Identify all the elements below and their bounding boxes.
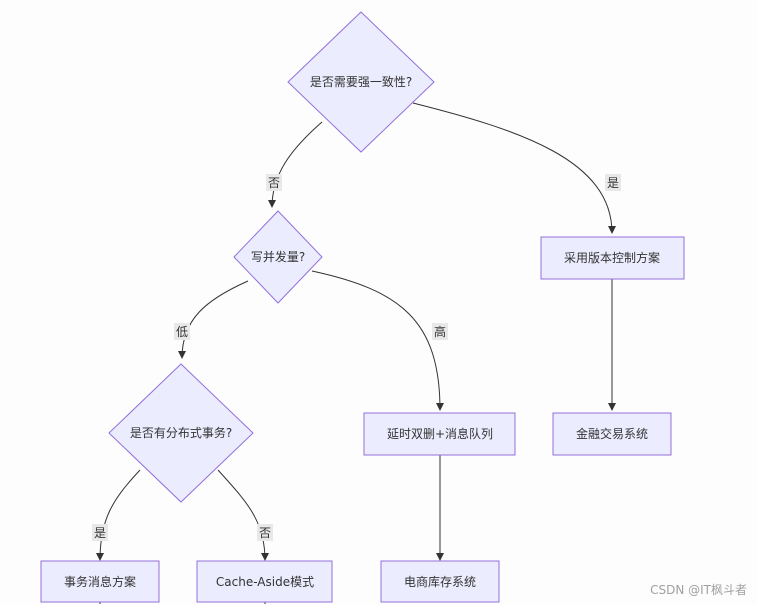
node-tx-message [40,560,160,603]
node-delayed-delete [363,412,516,456]
edge-label-no-1: 否 [268,176,280,190]
label-concurrency: 写并发量? [251,249,305,264]
decision-distributed-tx [108,363,254,503]
node-financial [552,412,672,456]
edges [96,102,616,604]
edge-concurrency-to-delayed [311,270,444,411]
edge-label-yes-1: 是 [607,176,619,190]
node-labels: 是否需要强一致性? 写并发量? 是否有分布式事务? 采用版本控制方案 金融交易系… [64,75,660,589]
edge-label-no-2: 否 [259,526,271,540]
label-cache-aside: Cache-Aside模式 [216,575,314,589]
edge-label-low: 低 [176,325,188,339]
edge-distributed-to-cacheaside [217,469,269,561]
label-version-control: 采用版本控制方案 [564,250,660,265]
edge-consistency-to-concurrency [268,121,323,208]
node-version-control [540,236,685,280]
label-financial: 金融交易系统 [576,426,648,441]
edge-concurrency-to-distributed [178,280,249,359]
edge-distributed-to-txmsg [96,469,141,561]
decision-strong-consistency [287,11,435,153]
label-ecommerce: 电商库存系统 [404,574,476,589]
watermark: CSDN @IT枫斗者 [650,583,747,597]
label-strong-consistency: 是否需要强一致性? [310,75,412,89]
decision-concurrency [233,210,323,304]
label-distributed-tx: 是否有分布式事务? [130,425,232,440]
node-cache-aside [196,560,333,603]
edge-label-yes-2: 是 [94,526,106,540]
nodes [40,11,685,603]
label-tx-message: 事务消息方案 [64,574,136,589]
edge-label-high: 高 [434,324,446,339]
edge-labels: 否 是 低 高 是 否 [92,174,621,541]
label-delayed-delete: 延时双删+消息队列 [387,426,493,441]
node-ecommerce [380,560,500,603]
edge-consistency-to-version [412,102,616,234]
